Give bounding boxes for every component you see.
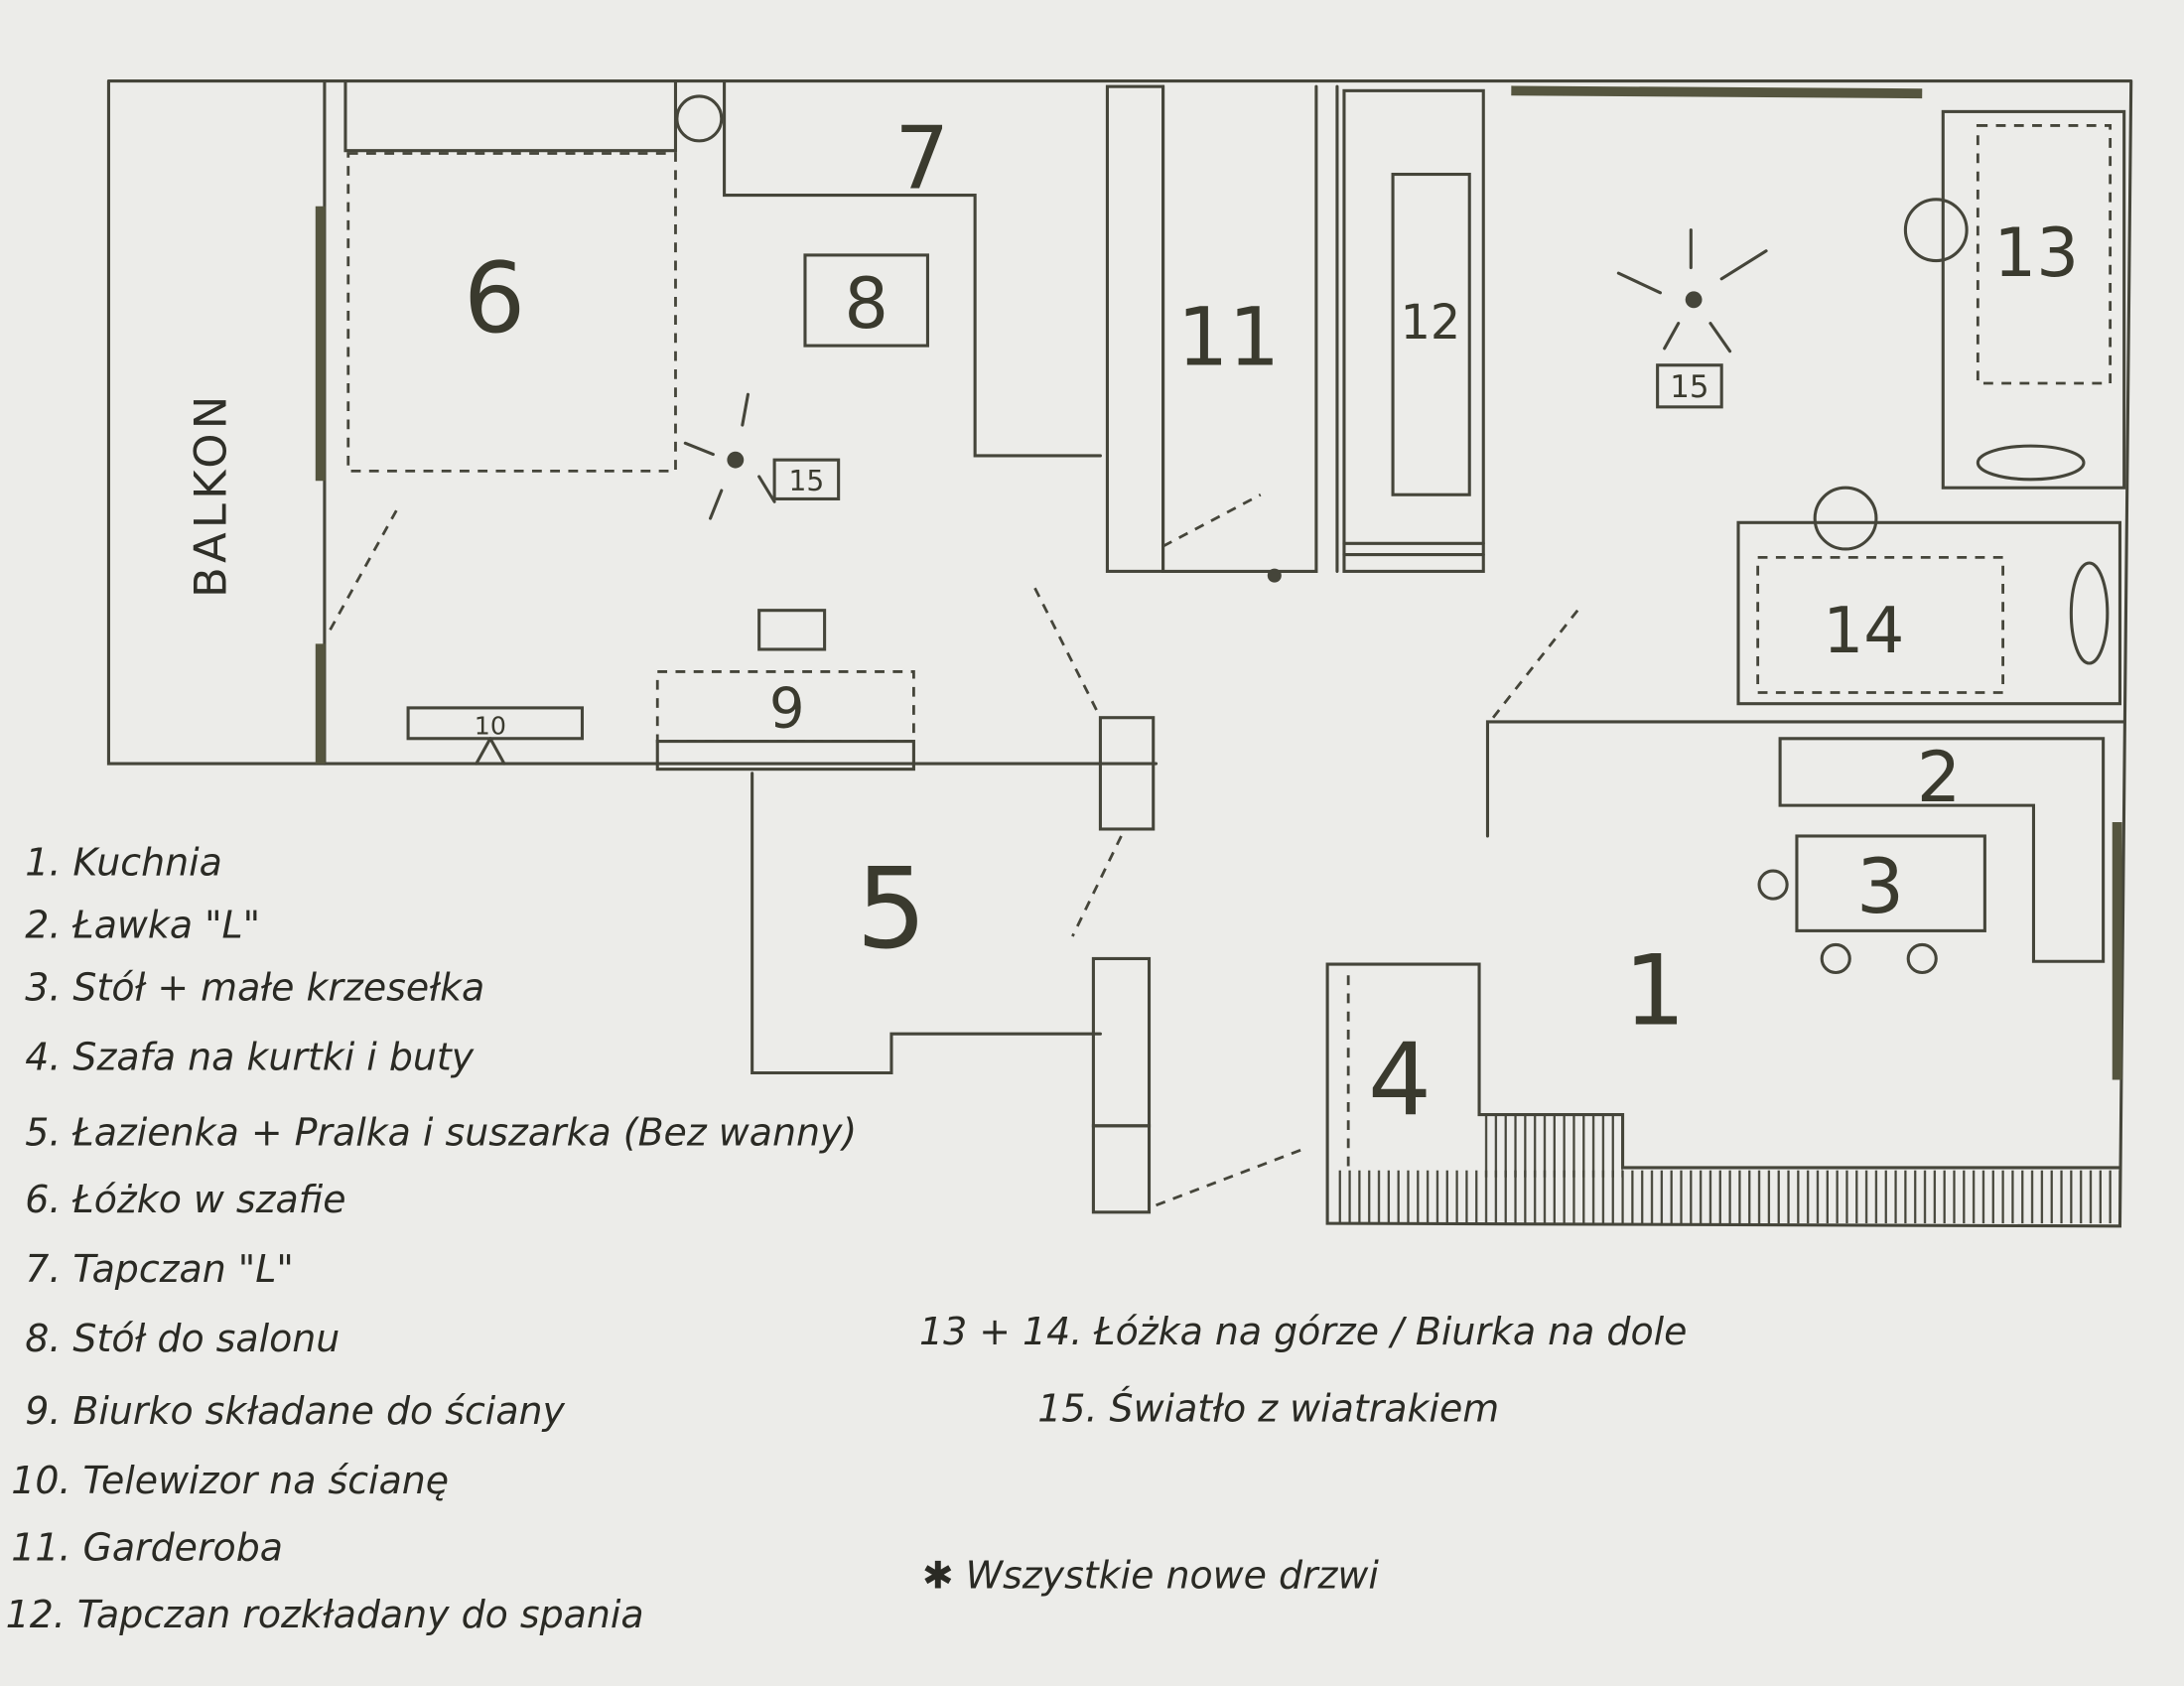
room-number-2: 2 [1917,737,1962,818]
doors [329,492,1582,1214]
legend-item: 11. Garderoba [11,1526,283,1570]
bed-in-wardrobe: 6 [343,78,724,473]
legend-item: 15. Światło z wiatrakiem [1037,1386,1499,1430]
tv-on-wall: 10 [406,706,585,766]
ceiling-fan-light-2: 15 [1616,228,1768,409]
sofa-bed: 12 [1267,88,1485,583]
legend-note: ✱ Wszystkie nowe drzwi [922,1554,1380,1598]
coat-shoe-wardrobe: 4 [1334,975,2120,1224]
legend-item: 4. Szafa na kurtki i buty [25,1036,474,1079]
room-number-14: 14 [1823,594,1904,668]
room-number-12: 12 [1401,296,1461,351]
room-number-9: 9 [769,677,805,742]
bunk-bed-13: 13 [1903,109,2126,490]
legend-item: 6. Łóżko w szafie [25,1178,345,1221]
legend-item: 12. Tapczan rozkładany do spania [6,1593,644,1636]
legend-item: 2. Ławka "L" [25,903,260,946]
room-number-4: 4 [1368,1022,1432,1139]
fan-label-1: 15 [789,465,825,497]
l-bench: 2 [1778,737,2106,963]
sofa-l: 7 [723,78,1102,458]
room-number-5: 5 [856,845,926,974]
room-number-7: 7 [894,108,949,210]
kitchen-table: 3 [1757,834,1986,975]
windows [315,85,2122,1080]
legend-item: 7. Tapczan "L" [25,1247,294,1291]
legend-item: 1. Kuchnia [25,840,222,884]
legend-item: 9. Biurko składane do ściany [25,1389,565,1433]
room-number-13: 13 [1993,213,2079,292]
folding-desk: 9 [655,609,915,772]
room-number-1: 1 [1624,934,1686,1048]
room-number-6: 6 [464,242,525,355]
bunk-bed-14: 14 [1736,486,2122,706]
legend-item: 8. Stół do salonu [25,1317,340,1360]
legend-item: 13 + 14. Łóżka na górze / Biurka na dole [919,1310,1687,1353]
legend-item: 10. Telewizor na ścianę [11,1459,449,1502]
fan-label-2: 15 [1670,369,1708,405]
room-number-10: 10 [475,712,506,741]
ceiling-fan-light-1: 15 [683,392,841,520]
balcony-label: BALKON [184,391,236,598]
living-table: 8 [803,253,929,348]
room-number-11: 11 [1177,291,1281,385]
room-number-8: 8 [844,263,888,345]
room-number-3: 3 [1856,843,1904,930]
legend: 1. Kuchnia 2. Ławka "L" 3. Stół + małe k… [6,840,1688,1636]
walk-in-closet: 11 [1105,84,1281,573]
legend-item: 5. Łazienka + Pralka i suszarka (Bez wan… [25,1110,857,1154]
legend-item: 3. Stół + małe krzesełka [25,966,484,1010]
